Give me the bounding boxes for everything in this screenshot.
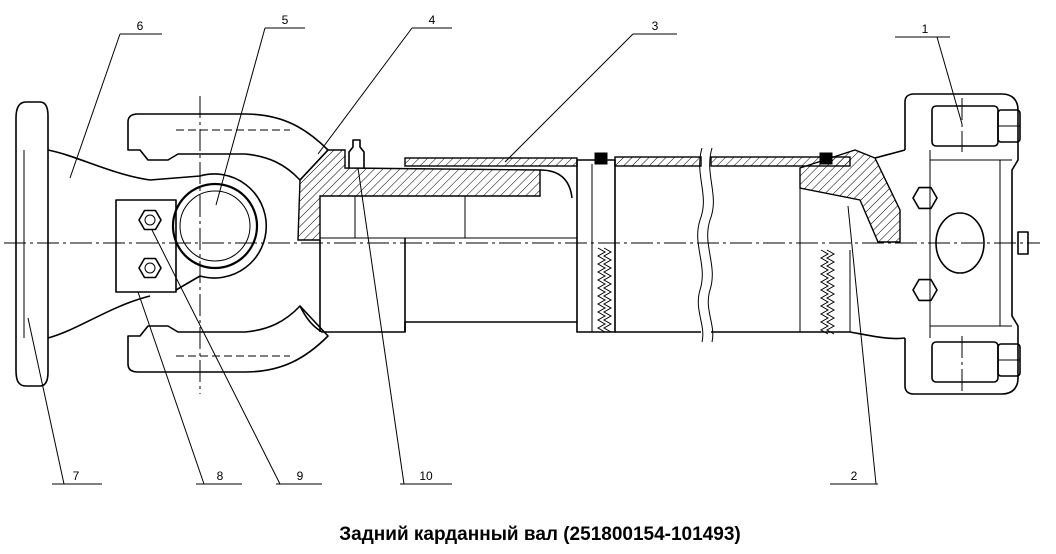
weld-seam-right bbox=[819, 249, 830, 335]
callout-8: 8 bbox=[137, 291, 242, 485]
cross-bearing bbox=[171, 182, 259, 270]
callout-8-label: 8 bbox=[217, 469, 224, 483]
callout-7-leader bbox=[27, 317, 65, 485]
callout-6-leader bbox=[69, 33, 121, 179]
callout-6-label: 6 bbox=[137, 19, 144, 33]
callout-2: 2 bbox=[830, 205, 878, 485]
callout-5: 5 bbox=[215, 13, 305, 206]
callout-1-leader bbox=[936, 36, 963, 125]
weld-seam-left-2 bbox=[602, 247, 613, 333]
callout-3: 3 bbox=[504, 19, 677, 163]
right-flange-yoke bbox=[904, 93, 1029, 395]
callout-4: 4 bbox=[317, 13, 452, 155]
right-cross-bearing bbox=[935, 212, 985, 274]
callout-10: 10 bbox=[357, 167, 452, 485]
tube-sleeve bbox=[576, 159, 616, 333]
tube-yoke bbox=[799, 149, 906, 340]
callout-1: 1 bbox=[895, 22, 963, 125]
bearing-plate bbox=[115, 199, 177, 293]
right-nut-bottom bbox=[912, 278, 938, 302]
callout-3-leader bbox=[504, 33, 634, 163]
callout-6: 6 bbox=[69, 19, 162, 179]
flange-yoke-top-contour bbox=[47, 149, 151, 181]
right-nut-top bbox=[912, 186, 938, 210]
bearing-plate-outline bbox=[115, 199, 177, 293]
callout-10-leader bbox=[357, 167, 405, 485]
plate-bolt-top bbox=[138, 209, 162, 231]
callout-9-leader bbox=[151, 229, 281, 485]
cross-bearing-inner bbox=[179, 190, 251, 262]
sliding-yoke-top-arm bbox=[127, 113, 329, 181]
callout-3-label: 3 bbox=[652, 19, 659, 33]
tube-yoke-top-link bbox=[874, 149, 906, 159]
sliding-yoke-lower-contour bbox=[299, 305, 577, 333]
callout-8-leader bbox=[137, 291, 205, 485]
weld-seam-right-2 bbox=[825, 249, 836, 335]
left-flange bbox=[15, 101, 49, 387]
sliding-yoke-end-curve bbox=[539, 169, 573, 199]
right-flange-yoke-outline bbox=[904, 93, 1019, 395]
grease-fitting bbox=[348, 139, 365, 168]
flange-yoke-bottom-contour bbox=[47, 295, 151, 339]
callout-7-label: 7 bbox=[73, 469, 80, 483]
protective-boot bbox=[404, 157, 578, 167]
callout-10-label: 10 bbox=[419, 469, 433, 483]
sliding-yoke-bottom-arm bbox=[127, 305, 329, 373]
flange-bolt-bottom bbox=[931, 341, 999, 383]
tube-yoke-lower-contour bbox=[849, 331, 906, 340]
left-flange-outline bbox=[15, 101, 49, 387]
break-line-left bbox=[697, 147, 704, 343]
callout-4-label: 4 bbox=[429, 13, 436, 27]
plate-bolt-bottom-center bbox=[144, 262, 156, 274]
tube-yoke-section bbox=[799, 149, 901, 243]
diagram-caption: Задний карданный вал (251800154-101493) bbox=[339, 524, 740, 545]
flange-bolt-top bbox=[931, 105, 999, 147]
callout-4-leader bbox=[317, 27, 413, 155]
cross-bearing-outer bbox=[171, 182, 259, 270]
shaft-tube bbox=[576, 147, 851, 343]
callout-2-leader bbox=[847, 205, 877, 485]
callout-9: 9 bbox=[151, 229, 322, 485]
callout-7: 7 bbox=[27, 317, 102, 485]
flange-yoke bbox=[47, 149, 268, 339]
callout-5-leader bbox=[215, 27, 266, 206]
plate-bolt-top-center bbox=[144, 214, 156, 226]
callout-9-label: 9 bbox=[297, 469, 304, 483]
callout-1-label: 1 bbox=[922, 22, 929, 36]
right-flange-tab bbox=[1017, 231, 1029, 255]
break-line-right bbox=[707, 147, 714, 343]
weld-seam-left bbox=[596, 247, 607, 333]
callout-5-label: 5 bbox=[282, 13, 289, 27]
seal-left bbox=[594, 152, 608, 165]
plate-bolt-bottom bbox=[138, 257, 162, 279]
callout-2-label: 2 bbox=[851, 469, 858, 483]
tube-wall-left bbox=[614, 156, 702, 167]
